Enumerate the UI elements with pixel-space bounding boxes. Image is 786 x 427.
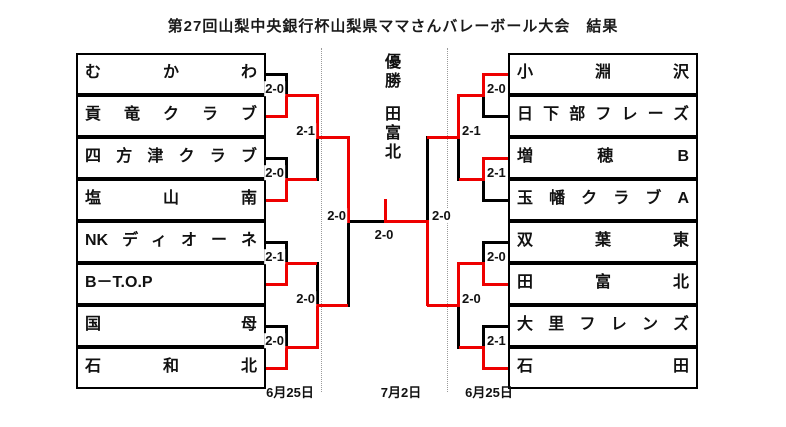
- winner-line: [285, 178, 288, 202]
- score-label: 2-0: [264, 81, 285, 97]
- winner-line: [484, 157, 508, 160]
- team-box-left-8: 石和北: [76, 347, 266, 389]
- page-break-line: [321, 48, 322, 392]
- score-label: 2-1: [264, 249, 285, 265]
- team-box-right-5: 双葉東: [508, 221, 698, 263]
- bracket-line: [457, 304, 460, 349]
- winner-line: [316, 304, 319, 349]
- team-box-right-8: 石田: [508, 347, 698, 389]
- score-label: 2-1: [461, 123, 482, 139]
- bracket-line: [285, 241, 288, 265]
- winner-line: [317, 304, 348, 307]
- winner-line: [426, 220, 429, 306]
- bracket-line: [266, 325, 286, 328]
- score-label: 2-0: [431, 208, 452, 224]
- score-label: 2-0: [264, 165, 285, 181]
- bracket-line: [347, 220, 387, 223]
- winner-line: [484, 283, 508, 286]
- bracket-line: [426, 136, 429, 223]
- team-box-left-1: むかわ: [76, 53, 266, 95]
- winner-line: [285, 94, 288, 118]
- champion-label: 優勝: [382, 53, 399, 91]
- bracket-line: [484, 241, 508, 244]
- bracket-line: [482, 178, 485, 202]
- winner-line: [316, 94, 319, 139]
- team-box-left-2: 貢竜クラブ: [76, 95, 266, 137]
- bracket-line: [316, 136, 319, 181]
- date-right-block: 6月25日: [465, 385, 513, 400]
- score-label: 2-0: [326, 208, 347, 224]
- winner-line: [347, 136, 350, 223]
- winner-line: [457, 94, 460, 139]
- bracket-line: [285, 73, 288, 96]
- team-box-right-6: 田富北: [508, 263, 698, 305]
- bracket-line: [285, 325, 288, 349]
- team-box-right-4: 玉幡クラブA: [508, 179, 698, 221]
- champion-stub-line: [384, 199, 387, 223]
- team-box-left-7: 国母: [76, 305, 266, 347]
- winner-line: [286, 346, 317, 349]
- bracket-line: [266, 157, 286, 160]
- bracket-line: [347, 220, 350, 307]
- score-label: 2-1: [486, 165, 507, 181]
- score-label-final: 2-0: [373, 227, 395, 242]
- winner-line: [317, 136, 348, 139]
- score-label: 2-1: [295, 123, 316, 139]
- score-label: 2-1: [486, 333, 507, 349]
- winner-line: [457, 262, 460, 307]
- bracket-line: [266, 241, 286, 244]
- winner-line: [459, 262, 485, 265]
- bracket-line: [482, 325, 485, 349]
- winner-line: [427, 304, 460, 307]
- bracket-line: [285, 157, 288, 181]
- date-left-block: 6月25日: [266, 385, 314, 400]
- score-label: 2-0: [486, 249, 507, 265]
- winner-line: [266, 283, 286, 286]
- winner-line: [484, 73, 508, 76]
- winner-line: [459, 94, 485, 97]
- team-box-left-5: NKディオーネ: [76, 221, 266, 263]
- winner-line: [482, 73, 485, 97]
- score-label: 2-0: [486, 81, 507, 97]
- bracket-line: [484, 325, 508, 328]
- bracket-line: [482, 241, 485, 265]
- team-box-right-1: 小淵沢: [508, 53, 698, 95]
- bracket-line: [457, 136, 460, 181]
- winner-line: [285, 346, 288, 370]
- winner-line: [482, 262, 485, 286]
- page-title: 第27回山梨中央銀行杯山梨県ママさんバレーボール大会 結果: [167, 18, 619, 35]
- winner-line: [459, 346, 485, 349]
- team-box-left-3: 四方津クラブ: [76, 137, 266, 179]
- winner-line: [286, 178, 317, 181]
- winner-line: [286, 262, 317, 265]
- bracket-line: [266, 73, 286, 76]
- winner-line: [482, 157, 485, 181]
- score-label: 2-0: [295, 291, 316, 307]
- winner-line: [427, 136, 460, 139]
- winner-line: [266, 115, 286, 118]
- score-label: 2-0: [264, 333, 285, 349]
- team-box-left-4: 塩山南: [76, 179, 266, 221]
- score-label: 2-0: [461, 291, 482, 307]
- bracket-line: [484, 115, 508, 118]
- team-box-left-6: B－T.O.P: [76, 263, 266, 305]
- winner-line: [285, 262, 288, 286]
- team-box-right-3: 増穂B: [508, 137, 698, 179]
- champion-name: 田富北: [382, 105, 399, 162]
- bracket-line: [484, 199, 508, 202]
- date-final-block: 7月2日: [380, 385, 422, 400]
- team-box-right-7: 大里フレンズ: [508, 305, 698, 347]
- bracket-line: [316, 262, 319, 307]
- winner-line: [286, 94, 317, 97]
- winner-line: [266, 199, 286, 202]
- winner-line: [482, 346, 485, 370]
- winner-line: [459, 178, 485, 181]
- winner-line: [484, 367, 508, 370]
- bracket-line: [482, 94, 485, 118]
- winner-line: [384, 220, 427, 223]
- winner-line: [266, 367, 286, 370]
- team-box-right-2: 日下部フレーズ: [508, 95, 698, 137]
